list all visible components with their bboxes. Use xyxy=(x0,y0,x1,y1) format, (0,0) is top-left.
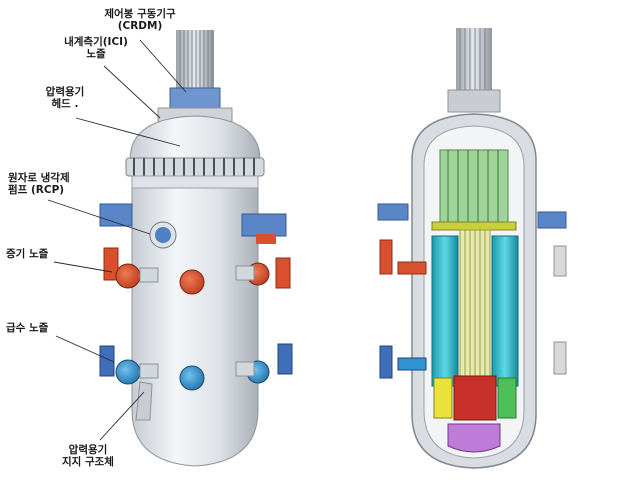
label-head: 압력용기 헤드 . xyxy=(30,86,100,110)
label-ici-line1: 내계측기(ICI) xyxy=(64,36,128,48)
lower-plenum xyxy=(447,423,501,453)
cutaway-crdm-rods xyxy=(447,28,501,113)
label-support: 압력용기 지지 구조체 xyxy=(48,444,128,468)
label-crdm-line1: 제어봉 구동기구 xyxy=(104,8,176,20)
label-steam-nozzle: 증기 노즐 xyxy=(6,248,49,260)
label-support-line2: 지지 구조체 xyxy=(62,456,114,468)
steam-nozzles xyxy=(103,247,291,295)
label-rcp: 원자로 냉각제 펌프 (RCP) xyxy=(8,172,70,196)
cutaway-vessel xyxy=(377,28,567,469)
label-head-line2: 헤드 . xyxy=(51,98,79,110)
crdm-rods xyxy=(157,30,233,123)
label-crdm-line2: (CRDM) xyxy=(117,20,163,32)
steam-generator-right xyxy=(491,235,519,387)
label-rcp-line2: 펌프 (RCP) xyxy=(8,184,65,196)
exterior-vessel xyxy=(99,30,293,467)
reactor-core xyxy=(453,375,497,421)
feed-nozzles xyxy=(99,343,293,391)
label-ici: 내계측기(ICI) 노즐 xyxy=(54,36,138,60)
label-rcp-line1: 원자로 냉각제 xyxy=(8,172,70,184)
vessel-shell xyxy=(131,175,259,467)
vessel-head xyxy=(129,115,261,161)
rcp-pump-left xyxy=(99,203,177,249)
label-head-line1: 압력용기 xyxy=(45,86,85,98)
label-crdm: 제어봉 구동기구 (CRDM) xyxy=(86,8,194,32)
rcp-pump-right xyxy=(241,213,287,244)
label-ici-line2: 노즐 xyxy=(86,48,106,60)
leader-lines xyxy=(47,39,187,441)
steam-generator-left xyxy=(431,235,459,387)
label-feed-nozzle: 급수 노즐 xyxy=(6,322,49,334)
label-support-line1: 압력용기 xyxy=(68,444,108,456)
support-structure xyxy=(135,381,153,421)
